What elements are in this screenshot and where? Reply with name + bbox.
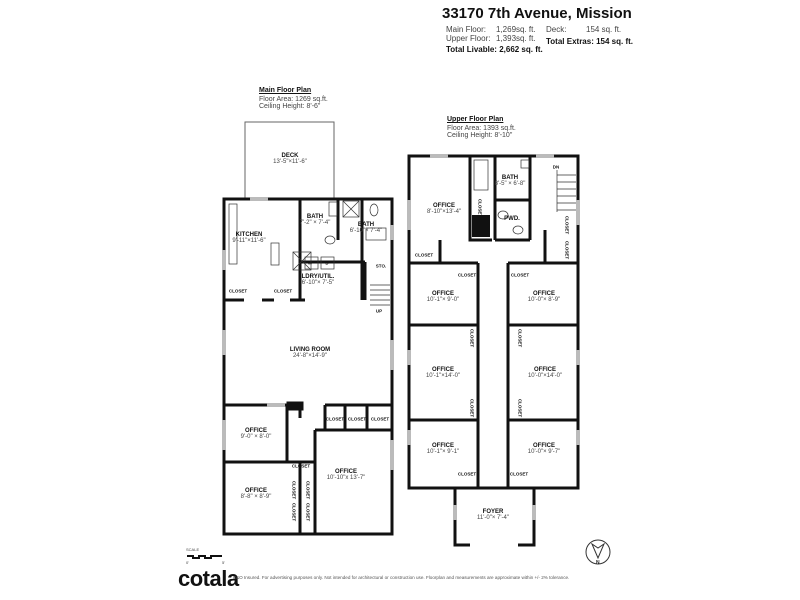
closet-label: CLOSET <box>291 463 311 469</box>
compass-north-label: N <box>596 560 600 566</box>
storage-label: STO. <box>375 263 387 269</box>
closet-label: CLOSET <box>517 328 523 348</box>
closet-label: CLOSET <box>414 252 434 258</box>
property-address: 33170 7th Avenue, Mission <box>442 5 632 22</box>
closet-label: CLOSET <box>509 471 529 477</box>
closet-label: CLOSET <box>457 471 477 477</box>
disclaimer: E&O Insured. For advertising purposes on… <box>233 575 570 580</box>
cotala-logo: cotala <box>178 566 239 591</box>
upper-floor-windows <box>407 154 580 520</box>
closet-label: CLOSET <box>564 240 570 260</box>
total-livable: Total Livable: 2,662 sq. ft. <box>446 45 543 54</box>
room-powder: PWD. <box>504 216 520 222</box>
closet-label: CLOSET <box>273 288 293 294</box>
stairs-up-label: UP <box>375 308 383 314</box>
closet-label: CLOSET <box>469 398 475 418</box>
total-extras: Total Extras: 154 sq. ft. <box>546 37 633 46</box>
scale-label: SCALE <box>186 547 200 552</box>
closet-label: CLOSET <box>370 416 390 422</box>
closet-label: CLOSET <box>469 328 475 348</box>
deck-value: 154 sq. ft. <box>586 25 622 34</box>
upper-floor-area: Floor Area: 1393 sq.ft. <box>447 125 516 132</box>
main-floor-fixtures <box>228 200 390 306</box>
closet-label: CLOSET <box>477 198 483 218</box>
main-floor-walls <box>222 121 394 536</box>
main-floor-value: 1,269sq. ft. <box>496 25 536 34</box>
closet-label: CLOSET <box>305 502 311 522</box>
scale-start: 0' <box>186 560 189 565</box>
dryer-label: D <box>325 260 329 266</box>
closet-label: CLOSET <box>291 480 297 500</box>
upper-floor-fixtures <box>473 159 576 235</box>
main-floor-area: Floor Area: 1269 sq.ft. <box>259 96 328 103</box>
washer-label: W <box>307 260 313 266</box>
main-floor-label: Main Floor: <box>446 25 487 34</box>
deck-label: Deck: <box>546 25 567 34</box>
main-floor-windows <box>222 197 394 470</box>
main-floor-heading: Main Floor Plan <box>259 87 312 94</box>
upper-floor-label: Upper Floor: <box>446 34 491 43</box>
stairs-down-label: DN <box>552 164 560 170</box>
closet-label: CLOSET <box>564 215 570 235</box>
closet-label: CLOSET <box>291 502 297 522</box>
closet-label: CLOSET <box>457 272 477 278</box>
upper-floor-value: 1,393sq. ft. <box>496 34 536 43</box>
scale-end: 5' <box>222 560 225 565</box>
closet-label: CLOSET <box>228 288 248 294</box>
upper-floor-walls <box>407 154 580 547</box>
upper-floor-heading: Upper Floor Plan <box>447 116 504 123</box>
closet-label: CLOSET <box>305 480 311 500</box>
closet-label: CLOSET <box>517 398 523 418</box>
closet-label: CLOSET <box>325 416 345 422</box>
main-floor-ceiling: Ceiling Height: 8'-6" <box>259 103 321 110</box>
closet-label: CLOSET <box>347 416 367 422</box>
upper-floor-ceiling: Ceiling Height: 8'-10" <box>447 132 513 139</box>
room-laundry: LDRY/UTIL.6'-10"× 7'-5" <box>301 274 335 286</box>
closet-label: CLOSET <box>510 272 530 278</box>
